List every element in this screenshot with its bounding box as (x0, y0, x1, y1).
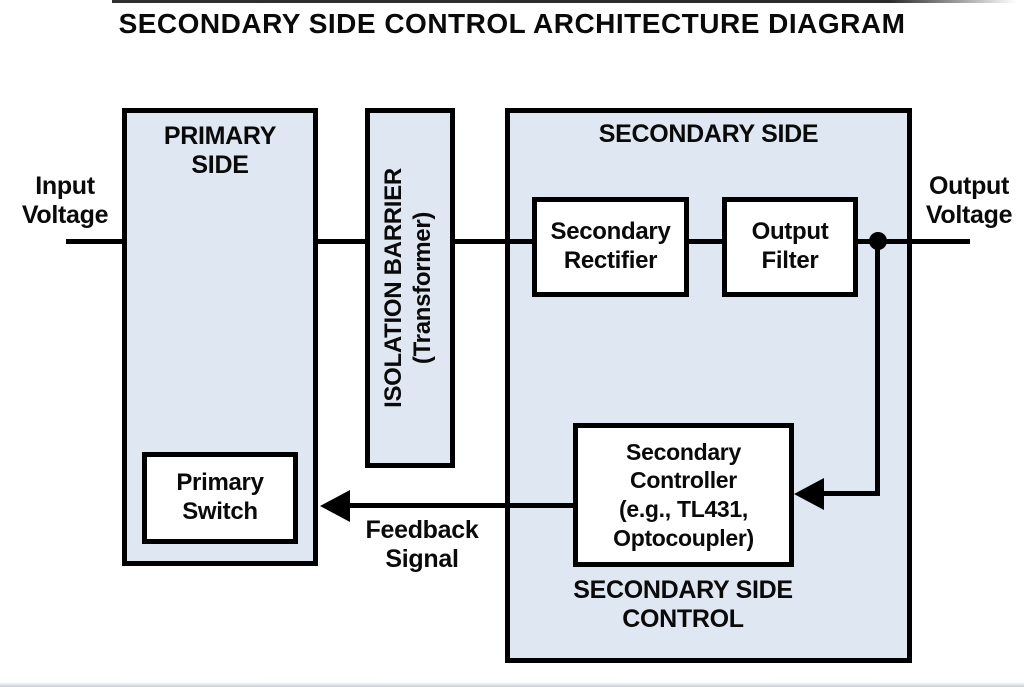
feedback-signal-label: Feedback Signal (365, 516, 479, 573)
secondary-side-title: SECONDARY SIDE (598, 120, 819, 148)
output-filter-box: Output Filter (722, 197, 858, 297)
output-line (856, 239, 970, 244)
primary-switch-label: Primary Switch (176, 469, 264, 525)
top-edge-artifact (112, 0, 1016, 3)
sense-vertical-line (875, 241, 880, 496)
secondary-controller-box: Secondary Controller (e.g., TL431, Optoc… (573, 423, 794, 567)
isolation-barrier-box (365, 108, 455, 468)
output-filter-label: Output Filter (751, 218, 829, 274)
output-junction-dot (869, 232, 887, 250)
output-voltage-label: Output Voltage (925, 172, 1013, 229)
bottom-edge-artifact (0, 682, 1024, 687)
secondary-controller-label: Secondary Controller (e.g., TL431, Optoc… (613, 438, 754, 551)
input-line (66, 239, 124, 244)
diagram-title: SECONDARY SIDE CONTROL ARCHITECTURE DIAG… (118, 8, 906, 39)
feedback-line (350, 503, 573, 508)
secondary-side-control-label: SECONDARY SIDE CONTROL (573, 576, 793, 633)
primary-to-barrier-line (316, 239, 367, 244)
feedback-arrowhead-icon (320, 490, 350, 522)
isolation-barrier-label: ISOLATION BARRIER (Transformer) (380, 168, 436, 408)
primary-side-title: PRIMARY SIDE (163, 122, 277, 179)
primary-switch-box: Primary Switch (142, 452, 298, 544)
sense-arrowhead-icon (794, 478, 824, 510)
rectifier-to-filter-line (687, 239, 724, 244)
secondary-rectifier-box: Secondary Rectifier (532, 197, 689, 297)
barrier-to-rectifier-line (453, 239, 534, 244)
input-voltage-label: Input Voltage (21, 172, 109, 229)
sense-horizontal-line (822, 491, 880, 496)
secondary-rectifier-label: Secondary Rectifier (550, 218, 671, 274)
